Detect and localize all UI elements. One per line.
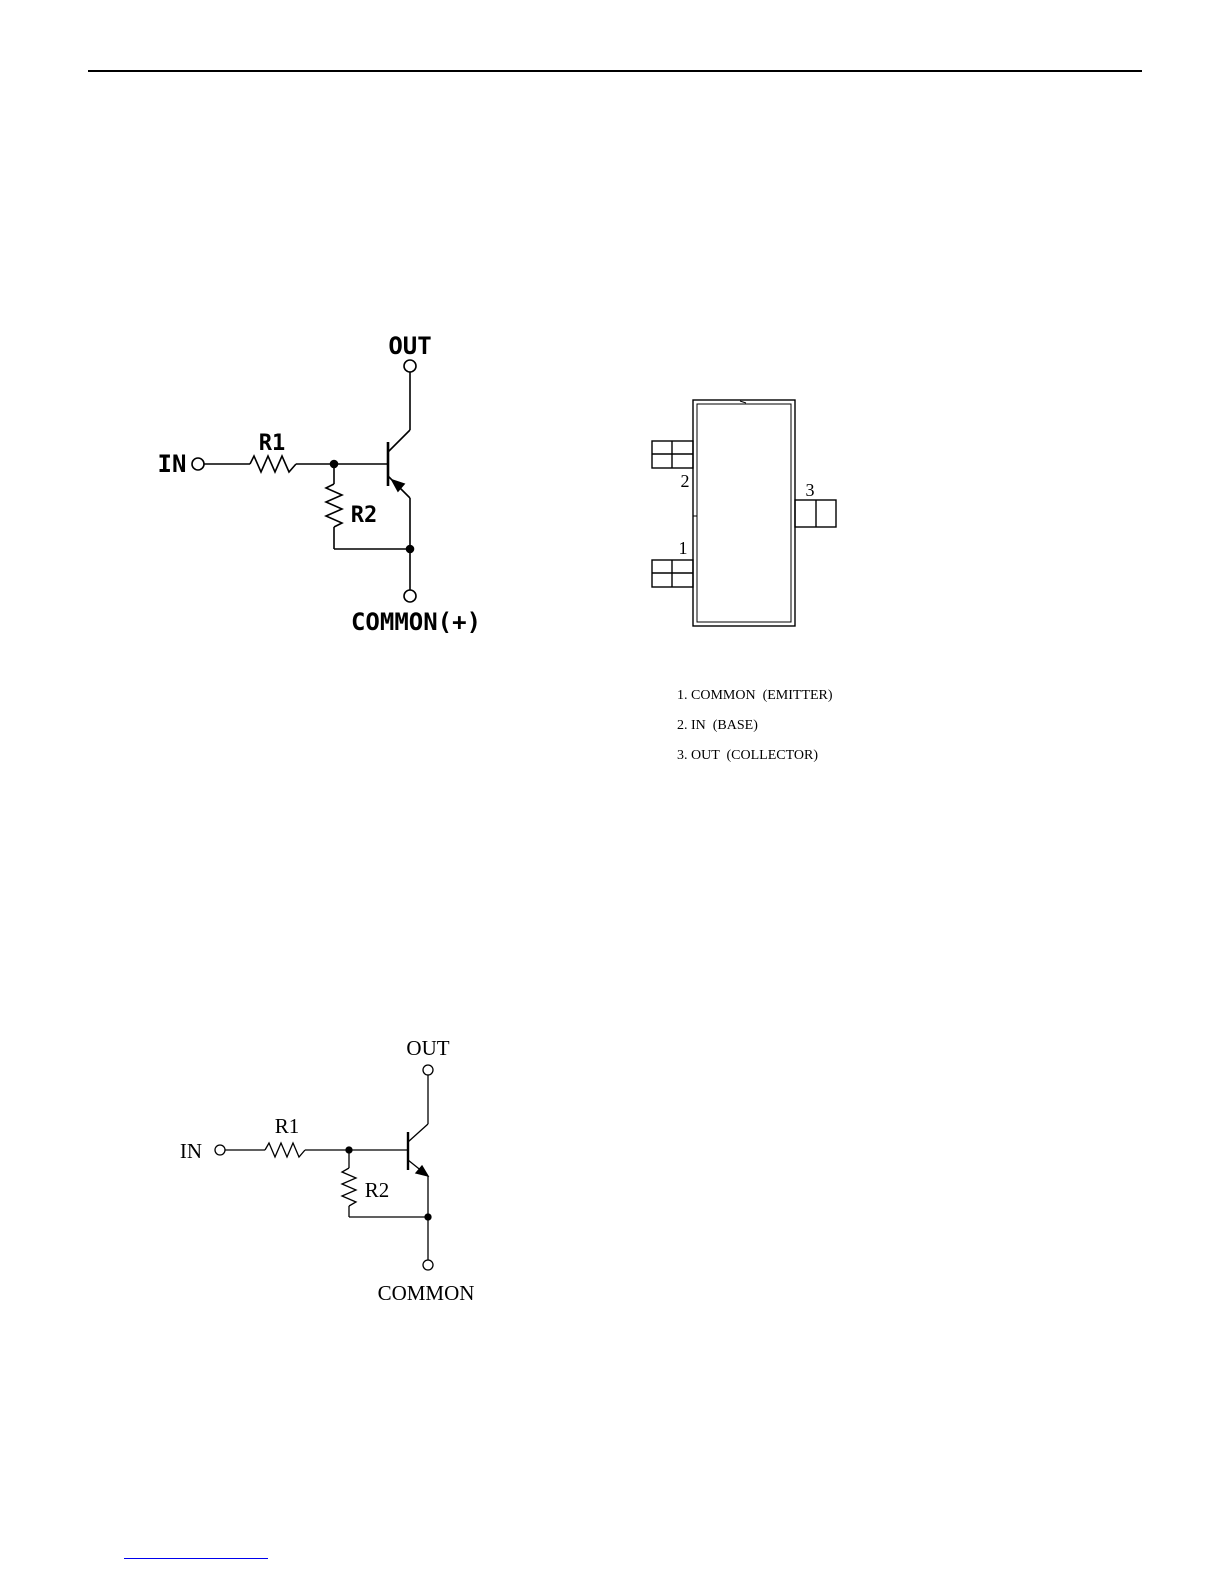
r1-resistor	[250, 456, 296, 472]
junction-dot	[425, 1214, 431, 1220]
common-terminal	[423, 1260, 433, 1270]
footer-link-underline[interactable]	[124, 1558, 268, 1559]
schematic-npn: OUT IN R1 R2 COMMON	[180, 1036, 475, 1305]
junction-dot	[407, 546, 414, 553]
in-terminal	[215, 1145, 225, 1155]
r1-label: R1	[275, 1114, 300, 1138]
in-terminal	[192, 458, 204, 470]
r1-label: R1	[259, 431, 286, 456]
package-body-inner	[697, 404, 791, 622]
package-body	[693, 400, 795, 626]
pin-legend-3: 3. OUT (COLLECTOR)	[677, 748, 818, 763]
r1-resistor	[265, 1143, 305, 1157]
pin-2-label: 2	[681, 471, 690, 491]
r2-label: R2	[351, 503, 378, 528]
pin-3-label: 3	[806, 480, 815, 500]
common-label: COMMON(+)	[351, 608, 481, 636]
out-label: OUT	[388, 332, 431, 360]
package-outline-drawing: 2 1 3 1. COMMON (EMITTER) 2. IN (BASE) 3…	[652, 400, 836, 763]
r2-label: R2	[365, 1178, 390, 1202]
schematic-pnp: OUT IN R1 R2 COMMON(+)	[158, 332, 481, 636]
r2-resistor	[342, 1168, 356, 1206]
common-terminal	[404, 590, 416, 602]
out-terminal	[423, 1065, 433, 1075]
r2-resistor	[326, 484, 342, 527]
out-label: OUT	[406, 1036, 449, 1060]
out-terminal	[404, 360, 416, 372]
in-label: IN	[180, 1139, 202, 1163]
in-label: IN	[158, 450, 187, 478]
common-label: COMMON	[378, 1281, 475, 1305]
pin-1-label: 1	[679, 538, 688, 558]
pin-legend-1: 1. COMMON (EMITTER)	[677, 688, 833, 703]
pin-legend-2: 2. IN (BASE)	[677, 718, 758, 733]
